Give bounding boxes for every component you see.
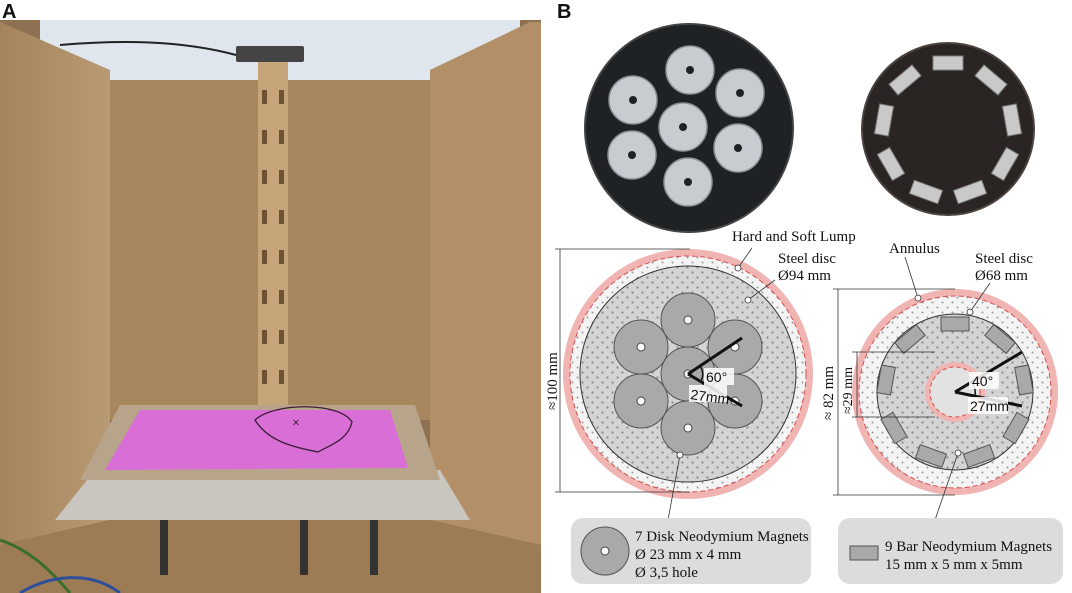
panel-a-photo: × <box>0 20 541 593</box>
legend-disk-line3: Ø 3,5 hole <box>635 565 698 581</box>
legend-disk-magnets: 7 Disk Neodymium Magnets Ø 23 mm x 4 mm … <box>571 518 811 584</box>
cable <box>0 538 72 593</box>
right-wall <box>430 22 541 545</box>
bar-magnets <box>876 316 1034 469</box>
radius-label-bg <box>689 385 727 402</box>
legend-disk-line2: Ø 23 mm x 4 mm <box>635 547 742 563</box>
left-wall <box>0 22 110 545</box>
pink-sensing-surface <box>105 410 408 470</box>
vertical-column <box>258 60 288 430</box>
radius-line-upper <box>687 336 743 376</box>
radius-label: 27mm <box>690 386 731 407</box>
legend-box <box>571 518 811 584</box>
photo-disc-nine-bars <box>861 42 1035 216</box>
table-leg <box>370 520 378 575</box>
lump-center-mark: × <box>292 416 300 431</box>
radius-label: 27mm <box>970 398 1009 414</box>
leader-dot <box>734 264 742 272</box>
legend-disk-line1: 7 Disk Neodymium Magnets <box>635 529 809 545</box>
leader-magnet <box>934 452 959 521</box>
table-leg <box>160 520 168 575</box>
column-slots <box>262 90 284 384</box>
diameter-dim-label: ≈ 82 mm <box>821 366 837 420</box>
leader-annulus <box>904 256 919 299</box>
angle-label: 40° <box>972 373 993 389</box>
leader-dot <box>954 449 962 457</box>
inner-dim-label: ≈29 mm <box>841 367 856 414</box>
steel-disc-label-right: Steel disc <box>975 251 1033 267</box>
sensor-cable <box>59 41 237 56</box>
leader-dot <box>744 296 752 304</box>
diagram-right: 40° 27mm ≈ 82 mm ≈29 mm Annulus Steel di… <box>821 241 1058 521</box>
cable <box>19 576 121 593</box>
angle-label-bg <box>704 368 734 385</box>
leader-disc <box>747 279 776 301</box>
photo-disc-seven-magnets <box>584 23 794 233</box>
annulus-label: Annulus <box>889 241 940 257</box>
table-leg <box>300 520 308 575</box>
steel-disc-size-right: Ø68 mm <box>975 268 1028 284</box>
leader-dot <box>966 308 974 316</box>
leader-disc <box>969 282 991 313</box>
steel-disc-size-left: Ø94 mm <box>778 268 831 284</box>
radius-label-bg <box>968 397 1008 414</box>
leader-lump <box>737 247 753 269</box>
hard-soft-lump-label: Hard and Soft Lump <box>732 229 856 245</box>
leader-magnet <box>667 454 681 521</box>
leader-dot <box>676 451 684 459</box>
legend-bar-line1: 9 Bar Neodymium Magnets <box>885 539 1052 555</box>
panel-label-a: A <box>2 1 16 23</box>
diameter-dim-label: ≈100 mm <box>545 352 561 410</box>
angle-arc <box>699 365 704 382</box>
angle-label-bg <box>969 372 999 389</box>
legend-hole-icon <box>600 546 610 556</box>
leader-dot <box>914 294 922 302</box>
angle-label: 60° <box>706 369 727 385</box>
legend-box <box>838 518 1063 584</box>
steel-disc-label-left: Steel disc <box>778 251 836 267</box>
panel-label-b: B <box>557 1 571 23</box>
legend-bar-icon <box>849 545 879 561</box>
diagram-left: 60° 27mm ≈100 mm Hard and Soft Lump Stee… <box>545 229 856 521</box>
lump-outline <box>254 406 353 453</box>
legend-bar-magnets: 9 Bar Neodymium Magnets 15 mm x 5 mm x 5… <box>838 518 1063 584</box>
floor <box>0 520 541 593</box>
fabric-layer <box>55 470 470 520</box>
legend-bar-line2: 15 mm x 5 mm x 5mm <box>885 557 1023 573</box>
camera-sensor <box>236 46 304 62</box>
